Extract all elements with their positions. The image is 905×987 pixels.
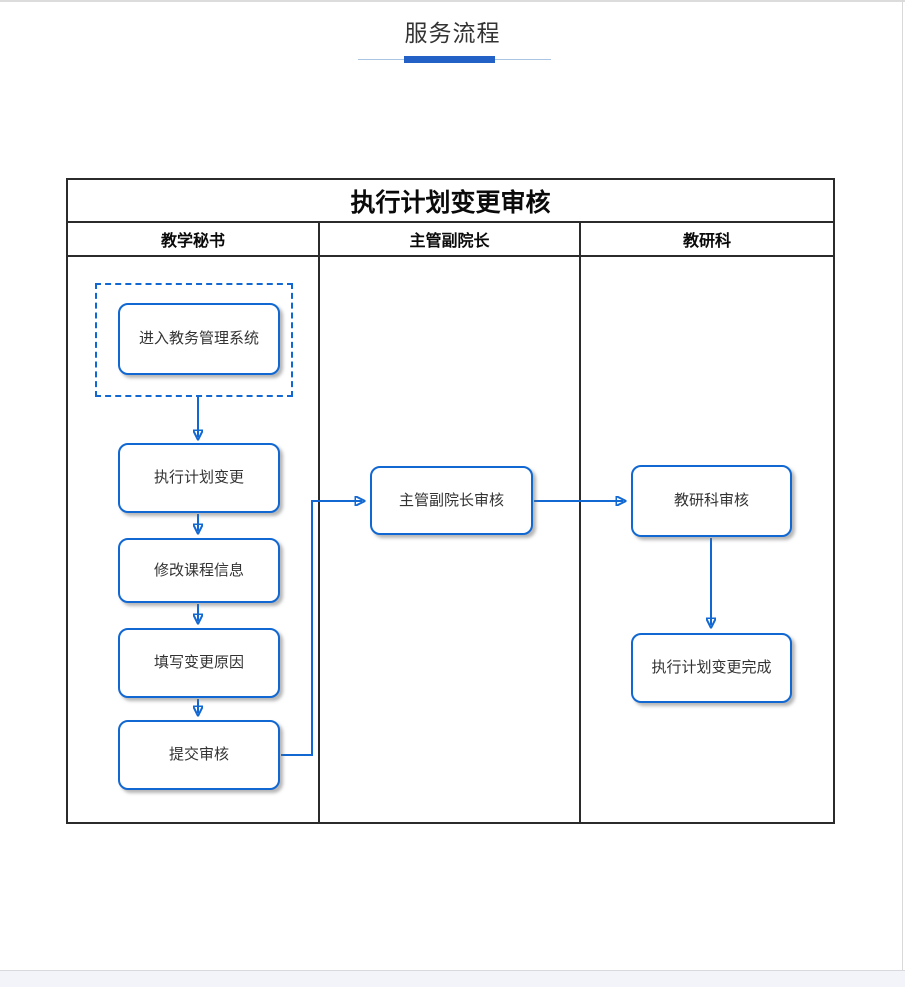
page-top-border bbox=[0, 0, 905, 2]
flow-node-plan-change: 执行计划变更 bbox=[118, 443, 280, 513]
flow-node-fill-reason: 填写变更原因 bbox=[118, 628, 280, 698]
lane-header-teaching-secretary: 教学秘书 bbox=[160, 233, 225, 250]
lane-header-research-section: 教研科 bbox=[579, 223, 833, 255]
lane-header-vice-dean: 主管副院长 bbox=[318, 223, 579, 255]
lane-body-vice-dean bbox=[318, 257, 579, 822]
flow-node-research-review: 教研科审核 bbox=[631, 465, 792, 537]
lane-body-research-section bbox=[579, 257, 833, 822]
flow-node-change-complete: 执行计划变更完成 bbox=[631, 633, 792, 703]
start-node-dashed-frame bbox=[95, 283, 293, 397]
footer-strip bbox=[0, 970, 905, 987]
page-title: 服务流程 bbox=[404, 20, 501, 46]
flow-node-enter-system: 进入教务管理系统 bbox=[118, 303, 280, 375]
flow-node-modify-course: 修改课程信息 bbox=[118, 538, 280, 603]
right-edge-divider bbox=[902, 0, 903, 987]
flow-node-submit-review: 提交审核 bbox=[118, 720, 280, 790]
flowchart-title: 执行计划变更审核 bbox=[68, 180, 833, 223]
flow-node-vice-dean-review: 主管副院长审核 bbox=[370, 466, 533, 535]
title-underline-accent bbox=[404, 56, 495, 63]
lane-header-row: 教学秘书 主管副院长 教研科 bbox=[68, 223, 833, 257]
